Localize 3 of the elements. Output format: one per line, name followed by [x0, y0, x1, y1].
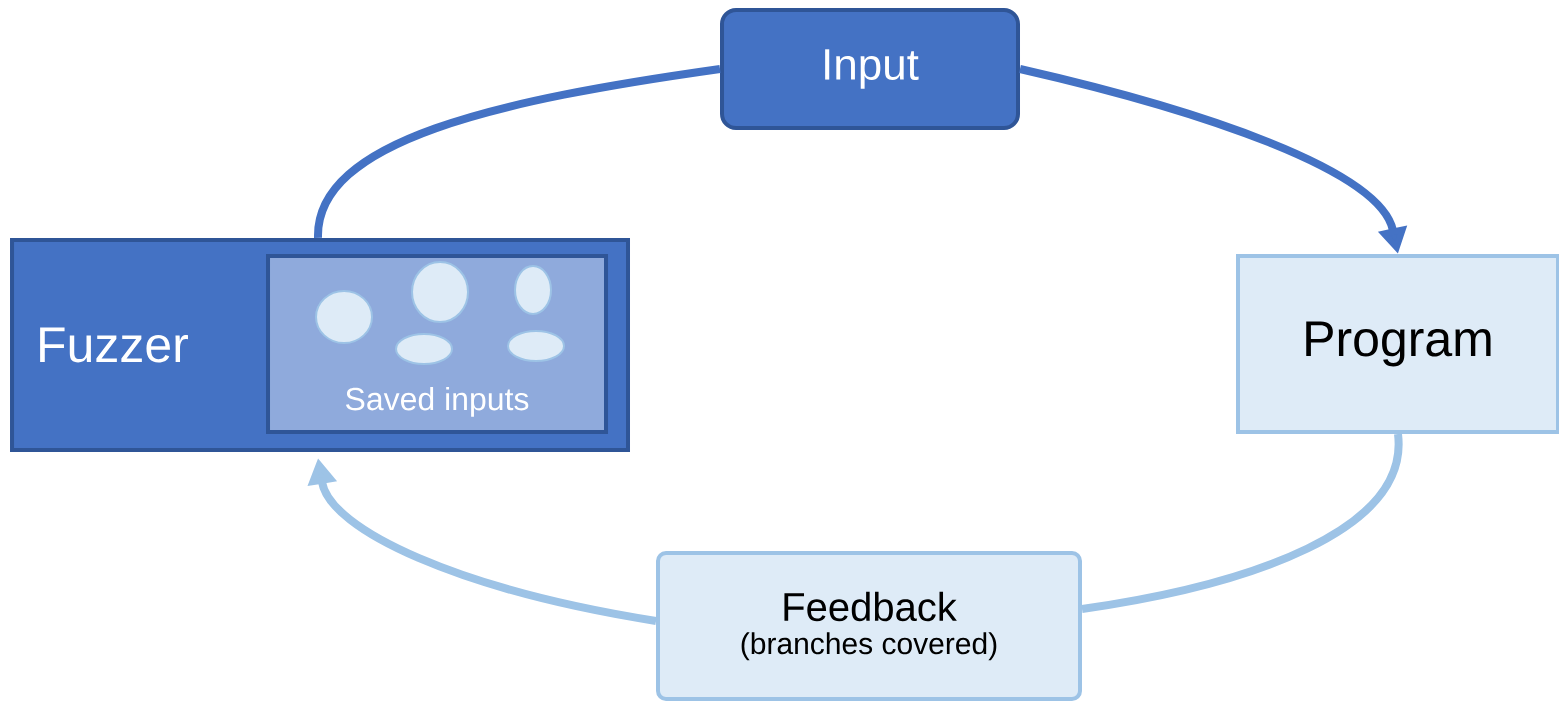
- feedback-box: Feedback (branches covered): [656, 551, 1082, 701]
- program-box: Program: [1236, 254, 1559, 434]
- input-box: Input: [720, 8, 1020, 130]
